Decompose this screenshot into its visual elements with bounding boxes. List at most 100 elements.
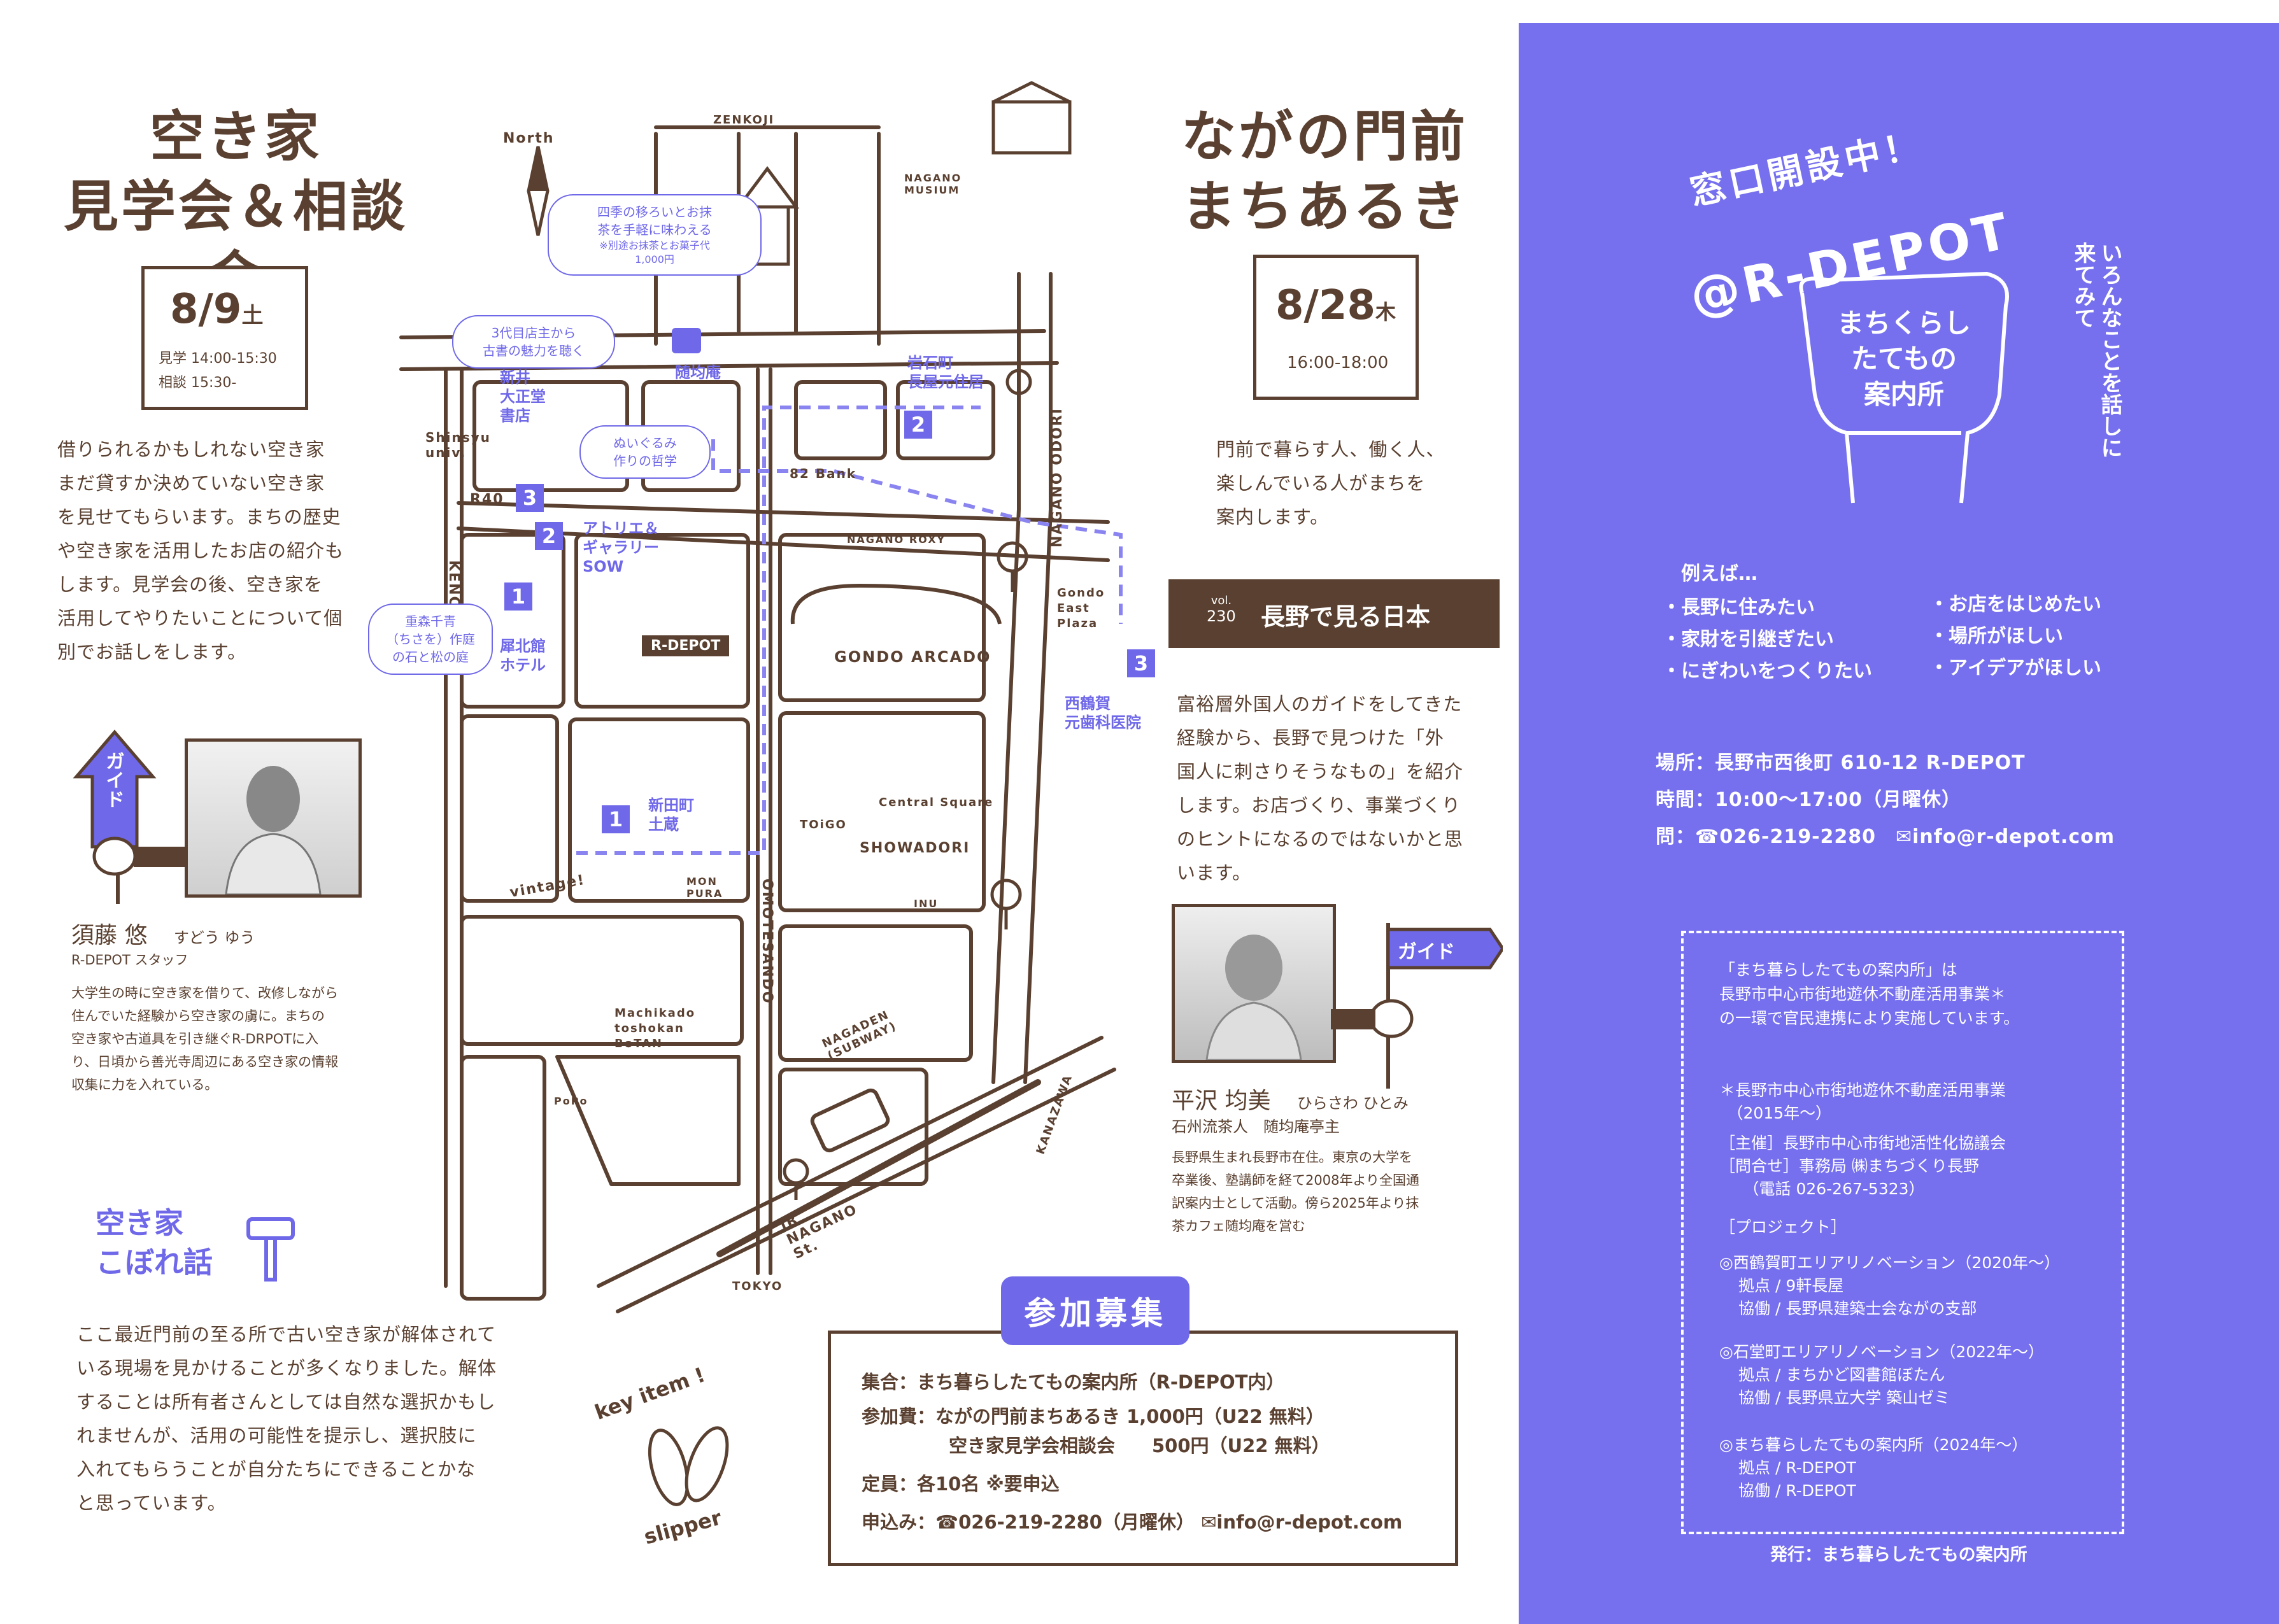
pin-1-saihokukan: 1	[504, 583, 532, 611]
booth-sign: まちくらし たてもの 案内所	[1836, 307, 1971, 410]
signup-line5: 申込み：☎026-219-2280（月曜休） ✉info@r-depot.com	[862, 1511, 1403, 1533]
column-text: ここ最近門前の至る所で古い空き家が解体されて いる現場を見かけることが多くなりま…	[76, 1324, 497, 1514]
tag-matcha: 四季の移ろいとお抹 茶を手軽に味わえる ※別途お抹茶とお菓子代 1,000円	[548, 194, 762, 276]
cup-icon	[672, 328, 701, 353]
key-item-label: key item !	[591, 1362, 709, 1425]
map-plaza: Gondo East Plaza	[1057, 586, 1105, 630]
examples-left: ・長野に住みたい ・家財を引継ぎたい ・にぎわいをつくりたい	[1662, 597, 1872, 682]
banner-vol-num: 230	[1207, 607, 1236, 625]
right-panel	[1519, 23, 2279, 1624]
project-info-box	[1681, 931, 2124, 1534]
signup-line3: 空き家見学会相談会 500円（U22 無料）	[949, 1435, 1330, 1457]
right-vertical-text: いろんなことを話しに来てみて	[2070, 242, 2122, 458]
hammer-icon	[246, 1217, 295, 1282]
middle-guide-flag-label: ガイド	[1398, 941, 1455, 963]
publisher: 発行：まち暮らしたてもの案内所	[1764, 1541, 2034, 1565]
box-project-title: ［プロジェクト］	[1719, 1218, 1847, 1236]
middle-time: 16:00-18:00	[1287, 353, 1389, 372]
map-r40: R40	[470, 491, 504, 507]
label-saihokukan: 犀北館ホテル	[500, 637, 546, 674]
middle-guide-photo	[1172, 904, 1336, 1063]
map-monpura: MON PURA	[686, 875, 723, 900]
middle-guide-flag	[1331, 923, 1503, 1089]
map-82bank: 82 Bank	[790, 466, 857, 481]
middle-title: ながの門前 まちあるき	[1181, 105, 1468, 239]
map-north: North	[503, 131, 555, 146]
map-omotesando: OMOTESANDO	[759, 879, 775, 1005]
tag-garden: 重森千青 （ちさを）作庭 の石と松の庭	[368, 604, 493, 675]
left-guide-flag-label: ガイド	[102, 751, 124, 808]
middle-guide-role: 石州流茶人 随均庵亭主	[1172, 1118, 1340, 1136]
tag-nuigurumi: ぬいぐるみ 作りの哲学	[579, 425, 711, 479]
middle-banner: vol. 230 長野で見る日本	[1168, 579, 1500, 648]
info-hours: 時間：10:00〜17:00（月曜休）	[1656, 789, 1961, 811]
map-odori: NAGANO ODORI	[1049, 407, 1065, 548]
middle-date-box: 8/28木 16:00-18:00	[1253, 255, 1419, 400]
examples-right: ・お店をはじめたい ・場所がほしい ・アイデアがほしい	[1929, 593, 2101, 679]
pin-2-atelier: 2	[535, 522, 563, 550]
map-showadori: SHOWADORI	[860, 840, 970, 856]
label-zuikin: 随均庵	[675, 364, 721, 381]
left-date: 8/9	[170, 286, 242, 333]
banner-title: 長野で見る日本	[1261, 603, 1431, 631]
middle-date: 8/28	[1275, 282, 1375, 329]
left-guide-role: R-DEPOT スタッフ	[71, 952, 188, 968]
info-booth-illustration	[1799, 271, 2009, 504]
box-host: ［主催］長野市中心市街地活性化協議会	[1719, 1134, 2006, 1152]
label-nishitsuruga: 西鶴賀元歯科医院	[1065, 695, 1141, 731]
examples-title: 例えば…	[1681, 563, 1757, 585]
left-guide-photo	[185, 738, 362, 898]
map-popo: PoPo	[554, 1095, 588, 1107]
label-arai: 新井大正堂書店	[500, 369, 546, 425]
left-weekday: 土	[241, 303, 264, 328]
signup-line4: 定員：各10名 ※要申込	[862, 1473, 1060, 1495]
tag-books: 3代目店主から 古書の魅力を聴く	[452, 315, 615, 369]
map-toigo: TOiGO	[800, 818, 847, 831]
box-intro: 「まち暮らしたてもの案内所」は 長野市中心市街地遊休不動産活用事業＊ の一環で官…	[1719, 961, 2020, 1027]
middle-weekday: 木	[1375, 300, 1396, 324]
map-inu: INU	[914, 898, 939, 910]
map-rdepot-sign: R-DEPOT	[642, 635, 730, 656]
left-title: 空き家 見学会＆相談会	[64, 105, 408, 309]
map-museum: NAGANO MUSIUM	[904, 172, 962, 196]
left-schedule-consult: 相談 15:30-	[159, 375, 237, 391]
right-info: 場所：長野市西後町 610-12 R-DEPOT 時間：10:00〜17:00（…	[1656, 745, 2115, 856]
map-zenkoji: ZENKOJI	[713, 113, 775, 127]
left-guide-bio: 大学生の時に空き家を借りて、改修しながら 住んでいた経験から空き家の虜に。まちの…	[71, 985, 339, 1092]
middle-guide-kana: ひらさわ ひとみ	[1296, 1094, 1409, 1112]
middle-guide-name: 平沢 均美 ひらさわ ひとみ	[1172, 1088, 1409, 1114]
map-roxy: NAGANO ROXY	[847, 533, 946, 546]
project-1: ◎西鶴賀町エリアリノベーション（2020年〜） 拠点 / 9軒長屋 協働 / 長…	[1719, 1253, 2060, 1318]
map-arcade: GONDO ARCADO	[834, 648, 991, 666]
middle-description: 門前で暮らす人、働く人、 楽しんでいる人がまちを 案内します。	[1216, 439, 1445, 528]
label-iwaishi: 岩石町長屋元住居	[907, 354, 984, 391]
left-guide-name: 須藤 悠 すどう ゆう	[71, 922, 255, 949]
project-3: ◎まち暮らしたてもの案内所（2024年〜） 拠点 / R-DEPOT 協働 / …	[1719, 1436, 2028, 1500]
pin-3-nishitsuruga: 3	[1127, 649, 1155, 677]
left-guide-flag	[73, 730, 191, 904]
map-central: Central Square	[879, 796, 994, 809]
map-machikado: Machikado toshokan BoTAN	[614, 1006, 696, 1050]
middle-guide-bio: 長野県生まれ長野市在住。東京の大学を 卒業後、塾講師を経て2008年より全国通 …	[1172, 1150, 1420, 1234]
signup-box: 集合：まち暮らしたてもの案内所（R-DEPOT内） 参加費：ながの門前まちあるき…	[828, 1331, 1458, 1566]
left-date-box: 8/9土 見学 14:00-15:30 相談 15:30-	[141, 266, 308, 410]
banner-vol: vol.	[1210, 594, 1232, 607]
project-2: ◎石堂町エリアリノベーション（2022年〜） 拠点 / まちかど図書館ぼたん 協…	[1719, 1343, 2044, 1407]
left-schedule-tour: 見学 14:00-15:30	[159, 351, 277, 367]
signup-header: 参加募集	[1001, 1276, 1189, 1345]
info-contact: 問：☎026-219-2280 ✉info@r-depot.com	[1656, 826, 2115, 848]
left-guide-kana: すどう ゆう	[173, 929, 255, 947]
map-tokyo: TOKYO	[732, 1280, 783, 1293]
info-place: 場所：長野市西後町 610-12 R-DEPOT	[1656, 752, 2026, 774]
label-shinden: 新田町土蔵	[648, 796, 694, 833]
left-description: 借りられるかもしれない空き家 まだ貸すか決めていない空き家 を見せてもらいます。…	[57, 439, 344, 663]
signup-line1: 集合：まち暮らしたてもの案内所（R-DEPOT内）	[862, 1371, 1285, 1393]
map	[399, 81, 1123, 1313]
pin-3-arai: 3	[516, 484, 544, 512]
box-contact: ［問合せ］事務局 ㈱まちづくり長野 （電話 026-267-5323）	[1719, 1157, 1979, 1198]
signup-line2: 参加費：ながの門前まちあるき 1,000円（U22 無料）	[862, 1406, 1324, 1427]
map-shinsyu: Shinsyu univ.	[425, 430, 491, 460]
column-title: 空き家 こぼれ話	[96, 1206, 213, 1280]
banner-text: 富裕層外国人のガイドをしてきた 経験から、長野で見つけた「外 国人に刺さりそうな…	[1177, 693, 1464, 884]
